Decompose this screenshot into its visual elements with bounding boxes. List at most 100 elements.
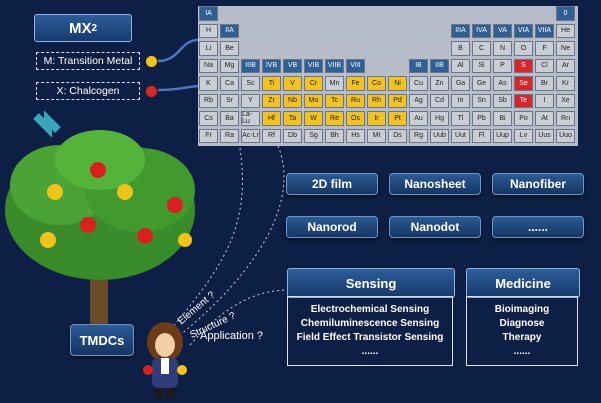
chalcogen-legend-box: X: Chalcogen xyxy=(36,82,140,100)
element-cell: K xyxy=(199,76,218,91)
element-cell: Be xyxy=(220,41,239,56)
transition-metal-cell: Ru xyxy=(346,93,365,108)
element-cell: I xyxy=(535,93,554,108)
element-cell: Hs xyxy=(346,128,365,143)
transition-metal-cell: Nb xyxy=(283,93,302,108)
element-cell: He xyxy=(556,23,575,38)
element-cell: Ne xyxy=(556,41,575,56)
element-cell: Pb xyxy=(472,111,491,126)
element-cell: Rb xyxy=(199,93,218,108)
element-cell: Cd xyxy=(430,93,449,108)
chalcogen-cell: Se xyxy=(514,76,533,91)
transition-metal-cell: Tc xyxy=(325,93,344,108)
element-cell: N xyxy=(493,41,512,56)
sensing-item: ...... xyxy=(361,346,379,357)
element-cell: B xyxy=(451,41,470,56)
element-cell: Y xyxy=(241,93,260,108)
medicine-item: Bioimaging xyxy=(494,304,550,315)
chalcogen-legend-label: X: Chalcogen xyxy=(56,85,120,97)
element-cell: Sg xyxy=(304,128,323,143)
element-cell: Bi xyxy=(493,111,512,126)
element-cell: Ra xyxy=(220,128,239,143)
transition-metal-cell: V xyxy=(283,76,302,91)
element-cell: P xyxy=(493,58,512,73)
morphology-more: ...... xyxy=(492,216,584,238)
element-cell: Db xyxy=(283,128,302,143)
morphology-label: Nanodot xyxy=(410,220,460,234)
group-header-cell: IVB xyxy=(262,58,281,73)
group-header-cell: 0 xyxy=(556,6,575,21)
element-cell: Sb xyxy=(493,93,512,108)
sensing-title-text: Sensing xyxy=(345,275,397,291)
element-cell: Cs xyxy=(199,111,218,126)
element-cell: Rg xyxy=(409,128,428,143)
element-cell: Ar xyxy=(556,58,575,73)
element-cell: Mn xyxy=(325,76,344,91)
morphology-nanodot: Nanodot xyxy=(389,216,481,238)
apple-icon xyxy=(117,184,133,200)
group-header-cell: VA xyxy=(493,23,512,38)
element-cell: Uus xyxy=(535,128,554,143)
element-cell: Uup xyxy=(493,128,512,143)
element-cell: Cu xyxy=(409,76,428,91)
element-cell: Ca xyxy=(220,76,239,91)
element-cell: Ba xyxy=(220,111,239,126)
element-cell: Si xyxy=(472,58,491,73)
morphology-2d-film: 2D film xyxy=(286,173,378,195)
element-cell: Ge xyxy=(472,76,491,91)
morphology-label: ...... xyxy=(527,220,548,234)
element-cell: Xe xyxy=(556,93,575,108)
group-header-cell: IA xyxy=(199,6,218,21)
chalcogen-color-dot xyxy=(145,85,158,98)
element-cell: C xyxy=(472,41,491,56)
transition-metal-cell: Re xyxy=(325,111,344,126)
element-cell: As xyxy=(493,76,512,91)
transition-metal-cell: Ti xyxy=(262,76,281,91)
element-cell: Ac-Lr xyxy=(241,128,260,143)
apple-icon xyxy=(90,162,106,178)
group-header-cell: VIB xyxy=(304,58,323,73)
sensing-title: Sensing xyxy=(287,268,455,298)
medicine-item: Diagnose xyxy=(499,318,545,329)
transition-metal-cell: Mo xyxy=(304,93,323,108)
element-cell: Fr xyxy=(199,128,218,143)
transition-metal-cell: Ni xyxy=(388,76,407,91)
tmdcs-label: TMDCs xyxy=(79,332,125,348)
formula-subscript: 2 xyxy=(91,22,98,34)
element-cell: Po xyxy=(514,111,533,126)
group-header-cell: VIII xyxy=(346,58,365,73)
metal-legend-box: M: Transition Metal xyxy=(36,52,140,70)
apple-icon xyxy=(178,233,192,247)
transition-metal-cell: Co xyxy=(367,76,386,91)
element-cell: Uut xyxy=(451,128,470,143)
element-cell: Rn xyxy=(556,111,575,126)
chalcogen-cell: Te xyxy=(514,93,533,108)
group-header-cell: VB xyxy=(283,58,302,73)
element-cell: Mg xyxy=(220,58,239,73)
element-cell: Mt xyxy=(367,128,386,143)
transition-metal-cell: Rh xyxy=(367,93,386,108)
element-cell: Fl xyxy=(472,128,491,143)
sensing-item: Electrochemical Sensing xyxy=(310,304,430,315)
element-cell: In xyxy=(451,93,470,108)
transition-metal-cell: Ir xyxy=(367,111,386,126)
tree-illustration xyxy=(5,130,195,330)
apple-icon xyxy=(47,184,63,200)
element-cell: Uub xyxy=(430,128,449,143)
transition-metal-cell: Fe xyxy=(346,76,365,91)
element-cell: Tl xyxy=(451,111,470,126)
medicine-list: Bioimaging Diagnose Therapy ...... xyxy=(466,296,578,366)
transition-metal-cell: W xyxy=(304,111,323,126)
sensing-item: Chemiluminescence Sensing xyxy=(300,318,440,329)
group-header-cell: IIB xyxy=(430,58,449,73)
transition-metal-cell: Pd xyxy=(388,93,407,108)
tmdcs-box: TMDCs xyxy=(70,324,134,356)
element-cell: Kr xyxy=(556,76,575,91)
apple-icon xyxy=(167,197,183,213)
element-cell: Ga xyxy=(451,76,470,91)
morphology-label: Nanosheet xyxy=(404,177,466,191)
element-cell: Cl xyxy=(535,58,554,73)
element-cell: H xyxy=(199,23,218,38)
